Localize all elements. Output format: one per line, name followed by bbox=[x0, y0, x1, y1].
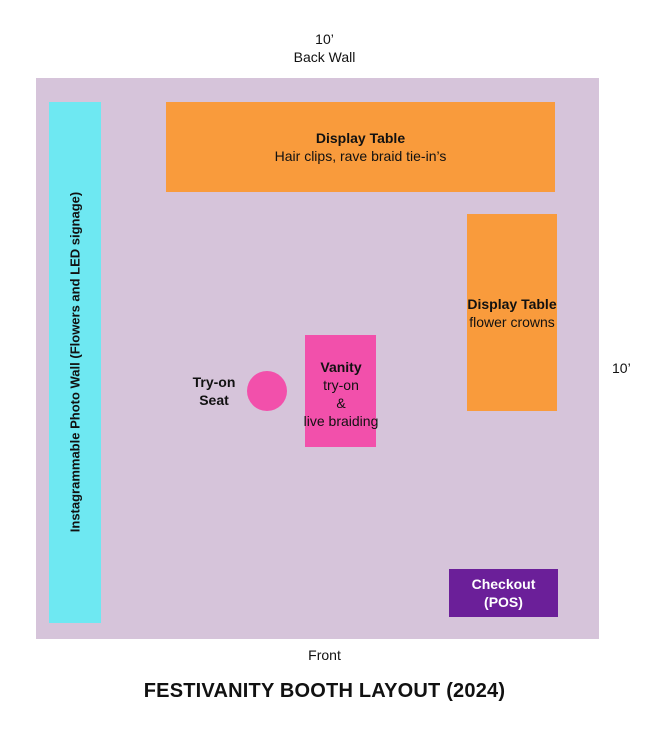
photo-wall-label: Instagrammable Photo Wall (Flowers and L… bbox=[67, 191, 83, 533]
vanity-line2: & bbox=[336, 395, 346, 411]
vanity-label: Vanity try-on & live braiding bbox=[290, 358, 392, 430]
seat-line1: Try-on bbox=[192, 374, 236, 390]
photo-wall bbox=[49, 102, 101, 623]
top-size-label: 10’ bbox=[315, 31, 334, 47]
display-table-right: Display Table flower crowns bbox=[467, 214, 557, 411]
display-table-right-subtitle: flower crowns bbox=[469, 313, 555, 330]
top-dimension: 10’ Back Wall bbox=[0, 30, 649, 66]
display-table-top-subtitle: Hair clips, rave braid tie-in’s bbox=[274, 148, 447, 164]
vanity-line1: try-on bbox=[323, 377, 359, 393]
checkout-station: Checkout (POS) bbox=[449, 569, 558, 617]
front-label: Front bbox=[308, 647, 341, 663]
page-title: FESTIVANITY BOOTH LAYOUT (2024) bbox=[143, 680, 506, 702]
display-table-top-title: Display Table bbox=[315, 130, 406, 146]
checkout-line2: (POS) bbox=[484, 594, 523, 610]
vanity-line3: live braiding bbox=[303, 413, 379, 429]
try-on-seat bbox=[247, 371, 287, 411]
display-table-top: Display Table Hair clips, rave braid tie… bbox=[166, 102, 555, 192]
display-table-right-title: Display Table bbox=[467, 295, 557, 312]
checkout-line1: Checkout bbox=[471, 576, 536, 592]
right-size-label: 10’ bbox=[612, 360, 631, 376]
try-on-seat-label: Try-on Seat bbox=[182, 373, 246, 409]
seat-line2: Seat bbox=[199, 392, 229, 408]
vanity bbox=[305, 335, 376, 447]
vanity-title: Vanity bbox=[320, 359, 362, 375]
back-wall-label: Back Wall bbox=[293, 49, 356, 65]
